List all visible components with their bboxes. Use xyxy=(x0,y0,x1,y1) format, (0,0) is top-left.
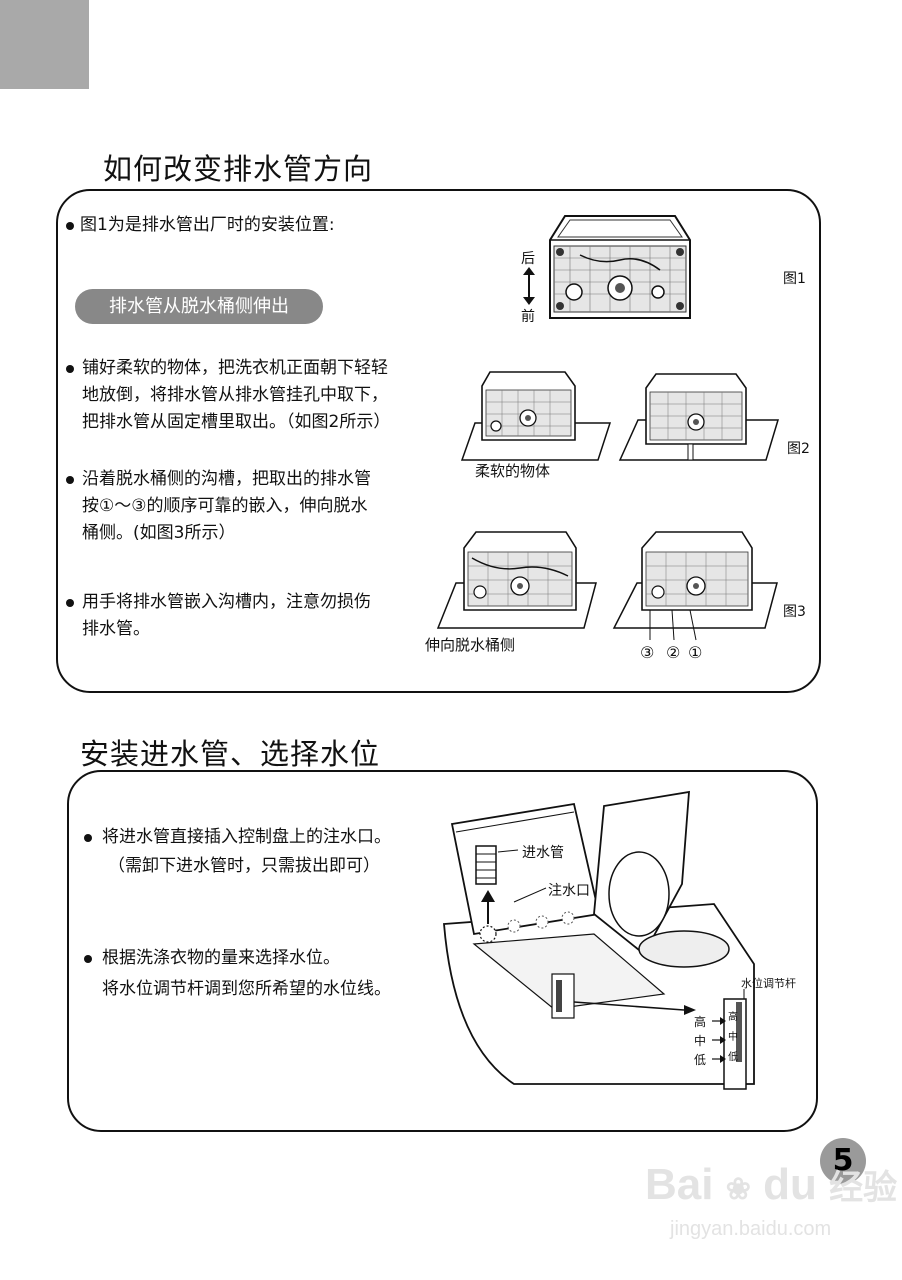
section-title-inlet: 安装进水管、选择水位 xyxy=(80,737,381,771)
level-mid-label: 中 xyxy=(694,1034,707,1048)
bullet-text-lay-down-3: 把排水管从固定槽里取出。（如图2所示） xyxy=(82,412,391,432)
page-number: 5 xyxy=(820,1138,866,1184)
washer-drain-removed xyxy=(618,373,780,461)
bullet-text-careful-1: 用手将排水管嵌入沟槽内，注意勿损伤 xyxy=(82,592,371,612)
soft-object-caption: 柔软的物体 xyxy=(475,462,551,480)
bullet-dot xyxy=(66,599,74,607)
bullet-text-groove-3: 桶侧。(如图3所示） xyxy=(82,523,236,543)
bullet-text-fig1: 图1为是排水管出厂时的安装位置: xyxy=(80,215,335,235)
bullet-dot xyxy=(66,476,74,484)
bullet-dot xyxy=(66,365,74,373)
watermark-jingyan: 经验 xyxy=(829,1169,898,1207)
washer-laid-on-soft-object xyxy=(460,371,612,461)
bullet-dot xyxy=(84,955,92,963)
lever-low-mark: 低 xyxy=(728,1052,738,1063)
watermark-du: du xyxy=(763,1160,817,1209)
inlet-port-label: 注水口 xyxy=(548,883,590,899)
front-back-arrow-icon xyxy=(523,267,535,305)
washer-groove-steps xyxy=(612,531,778,641)
paw-icon: ❀ xyxy=(725,1173,751,1206)
level-lever-label: 水位调节杆 xyxy=(741,977,796,990)
level-high-label: 高 xyxy=(694,1015,707,1029)
bullet-text-careful-2: 排水管。 xyxy=(82,619,150,639)
toward-spin-tub-caption: 伸向脱水桶侧 xyxy=(425,636,516,654)
section-title-drain: 如何改变排水管方向 xyxy=(103,152,374,186)
washer-groove-routing xyxy=(436,531,597,629)
figure-2-label: 图2 xyxy=(787,441,810,457)
step-1-marker: ① xyxy=(688,643,703,662)
inlet-hose-label: 进水管 xyxy=(522,845,564,861)
inlet-bullet-1: 将进水管直接插入控制盘上的注水口。 xyxy=(102,827,391,847)
bullet-dot xyxy=(84,834,92,842)
figure-1-label: 图1 xyxy=(783,271,806,287)
bullet-text-groove-2: 按①～③的顺序可靠的嵌入，伸向脱水 xyxy=(82,496,368,516)
lever-mid-mark: 中 xyxy=(728,1032,738,1043)
corner-tab xyxy=(0,0,89,89)
washer-bottom-figure-1 xyxy=(549,215,691,319)
bullet-text-groove-1: 沿着脱水桶侧的沟槽，把取出的排水管 xyxy=(82,469,371,489)
figure-3-label: 图3 xyxy=(783,604,806,620)
bullet-dot xyxy=(66,222,74,230)
lever-high-mark: 高 xyxy=(728,1012,738,1023)
watermark-bai: Bai xyxy=(645,1160,714,1209)
back-label: 后 xyxy=(521,251,535,267)
step-2-marker: ② xyxy=(666,643,681,662)
washer-top-illustration xyxy=(443,790,755,1090)
bullet-text-lay-down-2: 地放倒，将排水管从排水管挂孔中取下， xyxy=(82,385,388,405)
level-low-label: 低 xyxy=(694,1053,707,1067)
bullet-text-lay-down-1: 铺好柔软的物体，把洗衣机正面朝下轻轻 xyxy=(82,358,388,378)
watermark-logo: Bai ❀ du 经验 xyxy=(645,1160,897,1210)
inlet-bullet-1-note: （需卸下进水管时，只需拔出即可） xyxy=(108,856,380,876)
step-3-marker: ③ xyxy=(640,643,655,662)
water-level-bullet-1: 根据洗涤衣物的量来选择水位。 xyxy=(102,948,340,968)
front-label: 前 xyxy=(521,309,535,325)
watermark-url: jingyan.baidu.com xyxy=(670,1218,832,1240)
drain-side-pill: 排水管从脱水桶侧伸出 xyxy=(75,289,323,324)
water-level-bullet-2: 将水位调节杆调到您所希望的水位线。 xyxy=(102,979,391,999)
